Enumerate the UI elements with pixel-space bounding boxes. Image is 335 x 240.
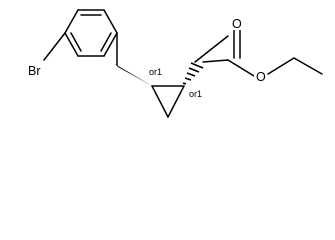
wedge-bond-aryl [115, 64, 152, 86]
c-o-ester-bond [227, 59, 255, 77]
o-ch2-bond [267, 57, 295, 75]
hash-line [190, 62, 204, 69]
ring-bond [64, 32, 79, 57]
benzene-ring [64, 9, 118, 57]
ester-oxygen-label: O [256, 70, 266, 84]
stereo-label-c2: or1 [189, 89, 202, 99]
cyclopropane-bond [167, 85, 185, 118]
ch2-ch3-bond [293, 57, 323, 75]
c-carbonyl-connector [202, 59, 229, 63]
ester-oxygen-bg [254, 68, 268, 84]
carbonyl-oxygen-label: O [232, 17, 242, 31]
ring-bond [64, 9, 79, 34]
carbonyl-oxygen-bg [230, 15, 244, 30]
hash-line [184, 77, 192, 81]
cyclopropane-ring [151, 85, 185, 118]
hash-line [186, 72, 196, 77]
hash-line [182, 82, 187, 85]
bromine-label-bg [27, 62, 45, 77]
molecule-structure: Br or1 or1 O O [27, 9, 323, 118]
ring-double-bond [100, 32, 112, 52]
hash-line [188, 67, 200, 73]
bromine-atom-label: Br [28, 64, 41, 78]
ring-double-bond [70, 32, 82, 52]
c-br-bond [43, 32, 66, 61]
stereo-label-c1: or1 [149, 67, 162, 77]
cyclopropane-bond [151, 85, 169, 118]
ring-bond [103, 9, 118, 34]
carbonyl-double-bond-a [194, 35, 229, 63]
ring-bond [103, 32, 118, 57]
hashed-bond-ester [182, 62, 204, 85]
